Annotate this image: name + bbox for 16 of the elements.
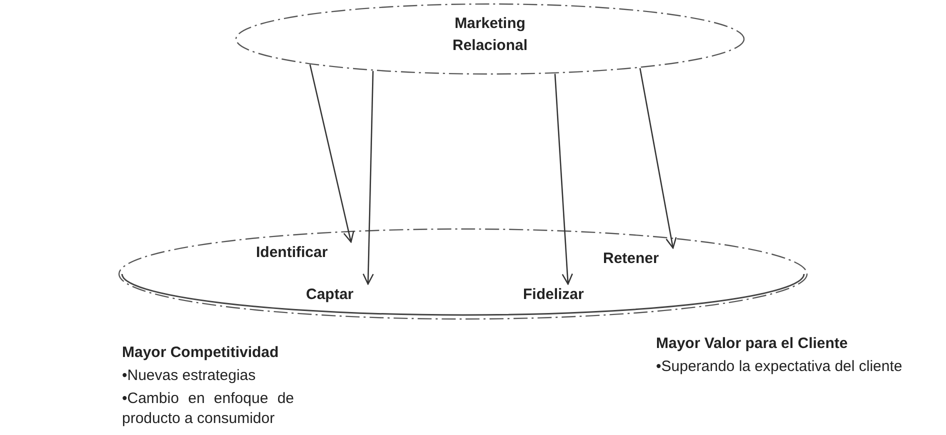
bullet-text: •Nuevas estrategias bbox=[122, 366, 257, 386]
arrow bbox=[639, 68, 677, 249]
node-label: Marketing Relacional bbox=[451, 14, 529, 56]
arrow bbox=[309, 64, 354, 243]
arrow bbox=[554, 74, 574, 285]
ellipse-band bbox=[118, 228, 808, 320]
node-label: Identificar bbox=[256, 244, 328, 261]
node-label: Retener bbox=[603, 250, 659, 267]
arrow bbox=[362, 70, 374, 285]
heading-text: Mayor Valor para el Cliente bbox=[656, 334, 849, 354]
bullet-text: •Superando la expectativa del cliente bbox=[656, 357, 904, 377]
ellipse-node bbox=[235, 3, 745, 75]
node-label: Captar bbox=[306, 286, 354, 303]
bullet-text: •Cambio en enfoque de producto a consumidor bbox=[122, 389, 294, 429]
heading-text: Mayor Competitividad bbox=[122, 343, 280, 363]
node-label: Fidelizar bbox=[523, 286, 584, 303]
